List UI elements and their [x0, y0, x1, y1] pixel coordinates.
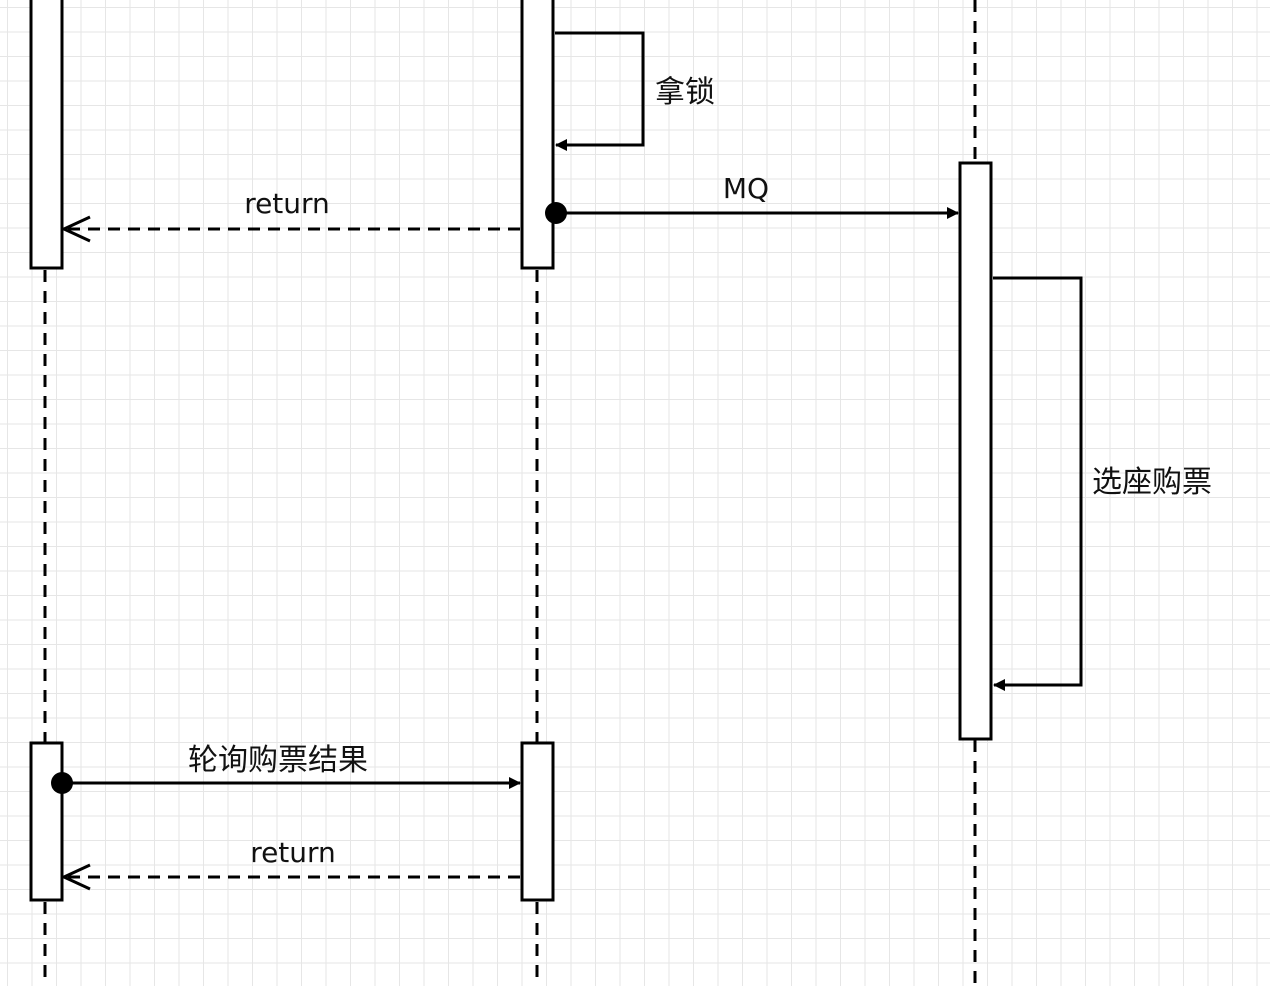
label-poll-result: 轮询购票结果 — [188, 743, 368, 778]
activation-consumer — [958, 161, 993, 741]
label-select-seat: 选座购票 — [1092, 465, 1212, 500]
label-grab-lock: 拿锁 — [655, 75, 715, 110]
self-message-select-seat — [993, 276, 1083, 691]
return-arrowhead-2 — [60, 863, 91, 891]
return-arrowhead-1 — [60, 215, 91, 243]
activation-client-bottom — [29, 741, 64, 902]
activation-client-top — [29, 0, 64, 270]
label-return-1: return — [244, 187, 330, 220]
activation-server-top — [520, 0, 555, 270]
self-message-grab-lock — [555, 31, 645, 151]
label-return-2: return — [250, 836, 336, 869]
activation-server-bottom — [520, 741, 555, 902]
label-mq: MQ — [723, 172, 769, 205]
